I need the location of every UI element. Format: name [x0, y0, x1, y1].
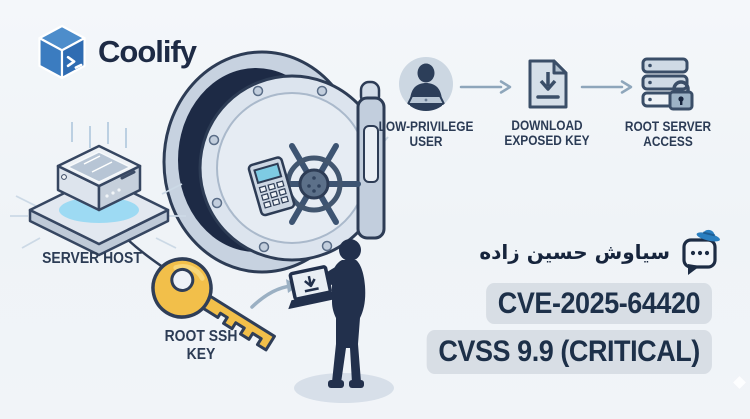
cve-id-text: CVE-2025-64420: [497, 286, 701, 320]
flow-step-root-server-access: ROOT SERVER ACCESS: [608, 56, 728, 149]
attacker-silhouette: [288, 239, 394, 403]
attacker-laptop: [288, 265, 342, 310]
coolify-logo: Coolify: [36, 24, 197, 80]
chat-bubble-with-hat-icon: [682, 229, 720, 275]
brand-name: Coolify: [98, 34, 197, 69]
flow-arrow-icon: [580, 80, 633, 94]
low-privilege-user-icon: [399, 57, 453, 111]
flow-step-download-key: DOWNLOAD EXPOSED KEY: [487, 57, 607, 148]
root-ssh-key-illustration: [151, 257, 276, 352]
download-document-icon: [528, 59, 568, 109]
blue-hat-icon: [696, 229, 720, 242]
author-name: سیاوش حسین زاده: [479, 240, 670, 264]
cvss-score-text: CVSS 9.9 (CRITICAL): [438, 335, 701, 368]
flow-step-label: ROOT SERVER ACCESS: [624, 119, 712, 150]
circuit-traces: [10, 183, 186, 249]
vault-keypad: [247, 156, 296, 217]
vault-wheel: [267, 143, 361, 225]
server-host-label: SERVER HOST: [42, 250, 142, 267]
vault-hinge: [356, 80, 386, 240]
coolify-cube-icon: [38, 24, 86, 80]
flow-step-label: LOW-PRIVILEGE USER: [378, 119, 474, 150]
author-credit: سیاوش حسین زاده: [479, 226, 726, 278]
flow-step-label: DOWNLOAD EXPOSED KEY: [504, 118, 590, 149]
vault-door-illustration: [162, 50, 386, 274]
root-ssh-key-label: ROOT SSH KEY: [164, 328, 238, 363]
server-host-illustration: [10, 122, 186, 257]
cve-id-badge: CVE-2025-64420: [486, 283, 712, 324]
flow-step-low-privilege-user: LOW-PRIVILEGE USER: [366, 56, 486, 149]
cvss-score-badge: CVSS 9.9 (CRITICAL): [427, 330, 712, 374]
locked-server-icon: [641, 57, 694, 111]
flow-arrow-icon: [459, 80, 512, 94]
